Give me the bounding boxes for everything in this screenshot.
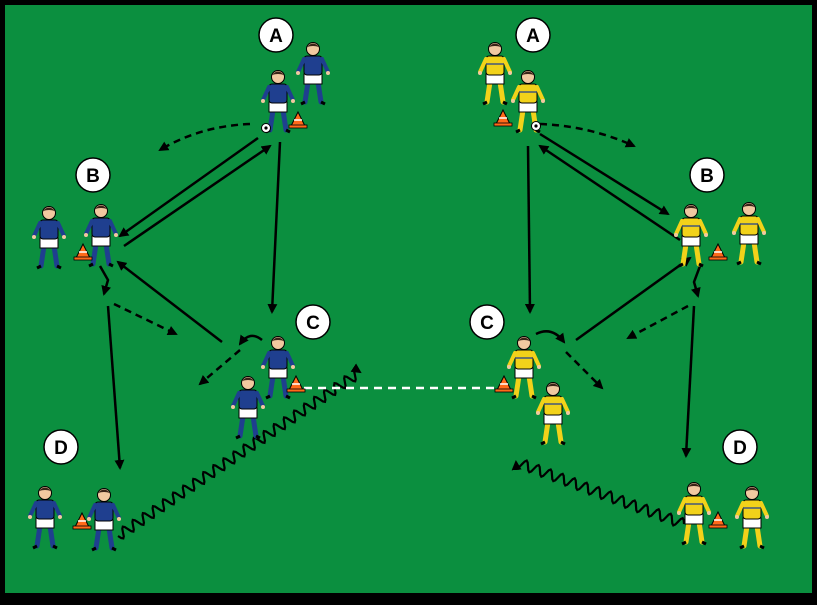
player-right-b-waiting [732, 202, 766, 266]
svg-text:D: D [54, 438, 68, 459]
player-right-a-waiting [478, 42, 512, 106]
player-left-c [261, 336, 295, 400]
position-labels: A B C D A B C D [43, 17, 758, 465]
pass-line-c-to-b-right [575, 256, 692, 342]
svg-text:C: C [306, 313, 320, 334]
players-layer [28, 42, 769, 552]
label-right-c: C [469, 304, 505, 340]
pass-line-c-to-b [116, 260, 223, 343]
label-left-c: C [295, 304, 331, 340]
cone-right-a [493, 108, 513, 127]
player-right-b [674, 204, 708, 268]
pass-line-a-to-c [267, 141, 282, 314]
right-dashed-runs [539, 122, 689, 390]
label-right-d: D [722, 429, 758, 465]
dashed-run-a [158, 122, 251, 152]
cone-left-c [286, 374, 306, 393]
player-right-c [507, 336, 541, 400]
label-left-b: B [75, 157, 111, 193]
dashed-run-a-right [539, 122, 636, 148]
right-movement-lines [524, 132, 702, 458]
player-right-d [677, 482, 711, 546]
cone-right-c [494, 374, 514, 393]
run-line-b-to-d [106, 305, 125, 470]
label-left-d: D [43, 429, 79, 465]
left-curl-c [238, 334, 263, 346]
dashed-run-c-right [565, 351, 604, 390]
svg-text:B: B [86, 166, 100, 187]
svg-text:B: B [700, 166, 714, 187]
cone-left-b [73, 242, 93, 261]
svg-text:A: A [526, 26, 540, 47]
pass-line-a-to-b [118, 136, 259, 238]
dashed-run-c [198, 349, 241, 386]
player-left-c-defender [231, 376, 265, 440]
left-movement-lines [98, 136, 282, 470]
ball-left-a [261, 123, 271, 133]
dribble-line-right [511, 459, 686, 527]
ball-right-a [531, 121, 541, 131]
label-right-a: A [515, 17, 551, 53]
left-dashed-runs [113, 122, 251, 386]
player-left-b-waiting [32, 206, 66, 270]
player-left-b [84, 204, 118, 268]
pass-line-a-to-b-right [539, 132, 670, 216]
dribble-line-left [117, 363, 362, 540]
svg-text:A: A [269, 26, 283, 47]
run-line-b-to-d-right [681, 305, 696, 458]
player-left-d [87, 488, 121, 552]
cone-right-d [708, 510, 728, 529]
player-right-d-waiting [735, 486, 769, 550]
svg-text:C: C [480, 313, 494, 334]
player-left-a-waiting [296, 42, 330, 106]
player-right-c-defender [536, 382, 570, 446]
pass-line-b-to-a [123, 144, 272, 248]
pitch-field [5, 5, 812, 593]
pass-line-a-to-c-right [524, 145, 535, 314]
label-right-b: B [689, 157, 725, 193]
cone-left-a [288, 110, 308, 129]
right-curl-c [535, 330, 566, 344]
cone-right-b [708, 242, 728, 261]
svg-text:D: D [733, 438, 747, 459]
pass-line-b-to-a-right [538, 144, 681, 242]
label-left-a: A [258, 17, 294, 53]
player-left-d-waiting [28, 486, 62, 550]
cone-left-d [72, 511, 92, 530]
run-curve-b [98, 265, 112, 296]
run-curve-b-right [690, 265, 702, 298]
